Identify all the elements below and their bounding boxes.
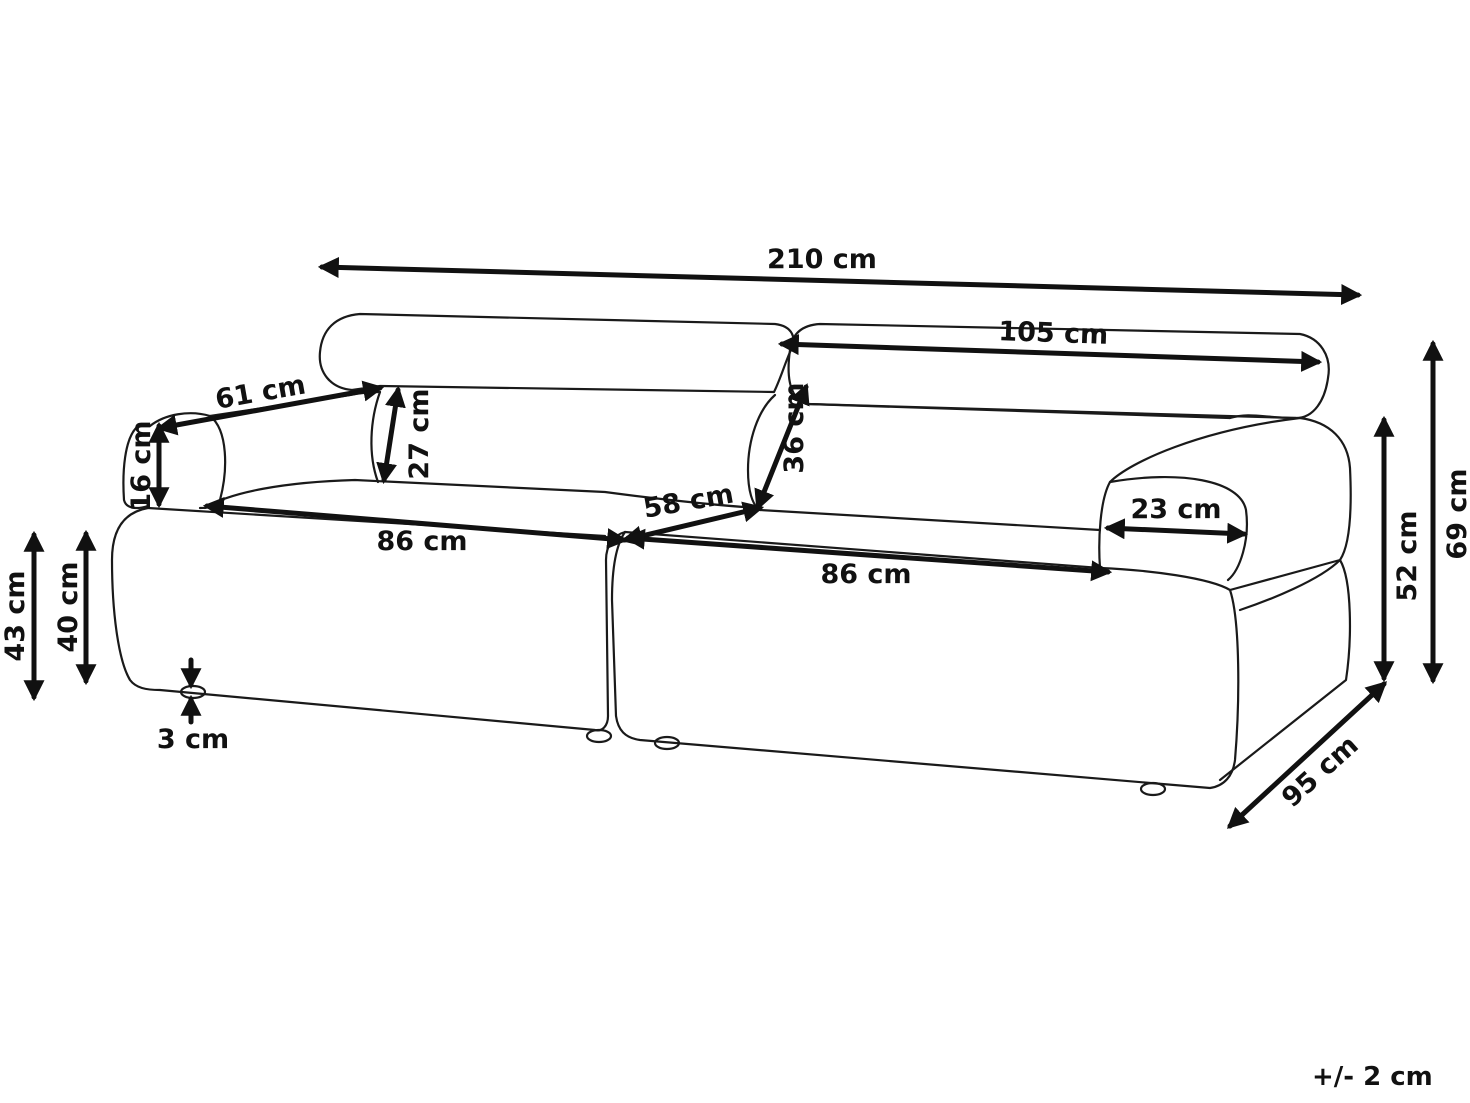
arrow-backrest-width	[777, 334, 1323, 372]
label-total-width: 210 cm	[767, 244, 877, 275]
arrow-seat-width-left	[202, 496, 629, 550]
label-total-height: 69 cm	[1442, 468, 1470, 559]
label-armrest-width: 23 cm	[1130, 494, 1221, 525]
dimension-arrows	[23, 256, 1444, 829]
label-leg-height: 3 cm	[157, 724, 229, 755]
arrow-armrest-width	[1103, 518, 1249, 544]
arrow-seat-width-right	[623, 528, 1113, 582]
arrow-total-depth	[1226, 681, 1388, 829]
label-armrest-total-height: 52 cm	[1392, 510, 1423, 601]
label-armrest-height: 16 cm	[126, 420, 157, 511]
label-height-43: 43 cm	[0, 570, 31, 661]
arrow-total-width	[317, 256, 1363, 306]
label-backrest-height-right: 36 cm	[779, 382, 810, 473]
label-seat-width-right: 86 cm	[820, 559, 911, 590]
label-seat-height: 40 cm	[53, 561, 84, 652]
label-backrest-width: 105 cm	[998, 316, 1109, 351]
label-seat-width-left: 86 cm	[376, 526, 467, 557]
dimension-labels: 210 cm 105 cm 61 cm 16 cm 27 cm 36 cm 58…	[0, 244, 1470, 814]
tolerance-note: +/- 2 cm	[1312, 1062, 1433, 1092]
arrow-armrest-depth	[155, 380, 385, 436]
arrow-backrest-height-right	[754, 383, 810, 511]
label-backrest-height-left: 27 cm	[404, 388, 435, 479]
arrow-backrest-height-left	[376, 385, 406, 485]
